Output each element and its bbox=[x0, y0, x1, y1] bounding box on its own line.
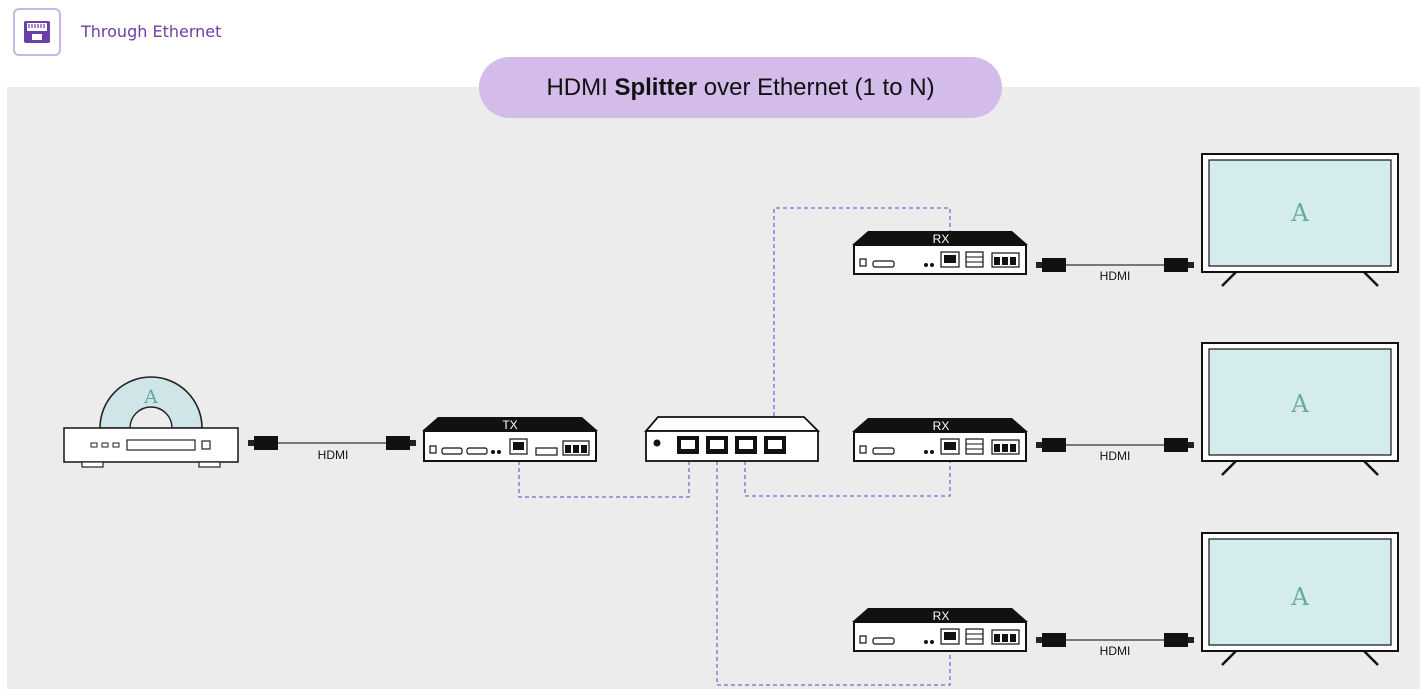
hdmi-label: HDMI bbox=[1100, 269, 1131, 283]
disc-icon bbox=[99, 376, 203, 429]
hdmi-label: HDMI bbox=[1100, 449, 1131, 463]
diagram-title-bold: Splitter bbox=[614, 74, 698, 101]
hdmi-label: HDMI bbox=[1100, 644, 1131, 658]
diagram-title-banner bbox=[479, 57, 1002, 118]
diagram-title-suffix: over Ethernet (1 to N) bbox=[697, 74, 935, 101]
diagram-title: HDMI Splitter over Ethernet (1 to N) bbox=[479, 57, 1002, 118]
tv-display: A bbox=[1201, 153, 1399, 287]
hdmi-cable-rx-tv: HDMI bbox=[1036, 438, 1194, 463]
diagram-title-prefix: HDMI bbox=[546, 74, 615, 101]
ethernet-link-switch-rx1 bbox=[773, 207, 951, 430]
tx-label: TX bbox=[502, 418, 517, 432]
screen-letter: A bbox=[1290, 199, 1309, 227]
receiver-box: RX bbox=[852, 418, 1028, 462]
receiver-box: RX bbox=[852, 231, 1028, 275]
hdmi-cable-rx-tv: HDMI bbox=[1036, 633, 1194, 658]
rx-label: RX bbox=[933, 419, 950, 433]
screen-letter: A bbox=[1290, 390, 1309, 418]
rx-label: RX bbox=[933, 232, 950, 246]
tv-display: A bbox=[1201, 342, 1399, 476]
hdmi-label: HDMI bbox=[318, 448, 349, 462]
ethernet-port-icon bbox=[13, 8, 61, 56]
tv-display: A bbox=[1201, 532, 1399, 666]
ethernet-link-switch-rx2 bbox=[744, 461, 951, 497]
hdmi-cable-rx-tv: HDMI bbox=[1036, 258, 1194, 283]
screen-letter: A bbox=[1290, 583, 1309, 611]
page-title: Through Ethernet bbox=[81, 22, 222, 41]
hdmi-cable-source-tx: HDMI bbox=[248, 436, 416, 462]
ethernet-link-switch-rx3 bbox=[716, 461, 951, 686]
rx-label: RX bbox=[933, 609, 950, 623]
ethernet-connections bbox=[518, 207, 951, 686]
transmitter-box: TX bbox=[422, 417, 598, 462]
diagram-canvas bbox=[7, 87, 1420, 689]
ethernet-link-tx-switch bbox=[518, 461, 690, 498]
media-player: A bbox=[63, 376, 239, 468]
disc-letter: A bbox=[143, 386, 158, 408]
network-switch bbox=[644, 416, 821, 462]
receiver-box: RX bbox=[852, 608, 1028, 652]
